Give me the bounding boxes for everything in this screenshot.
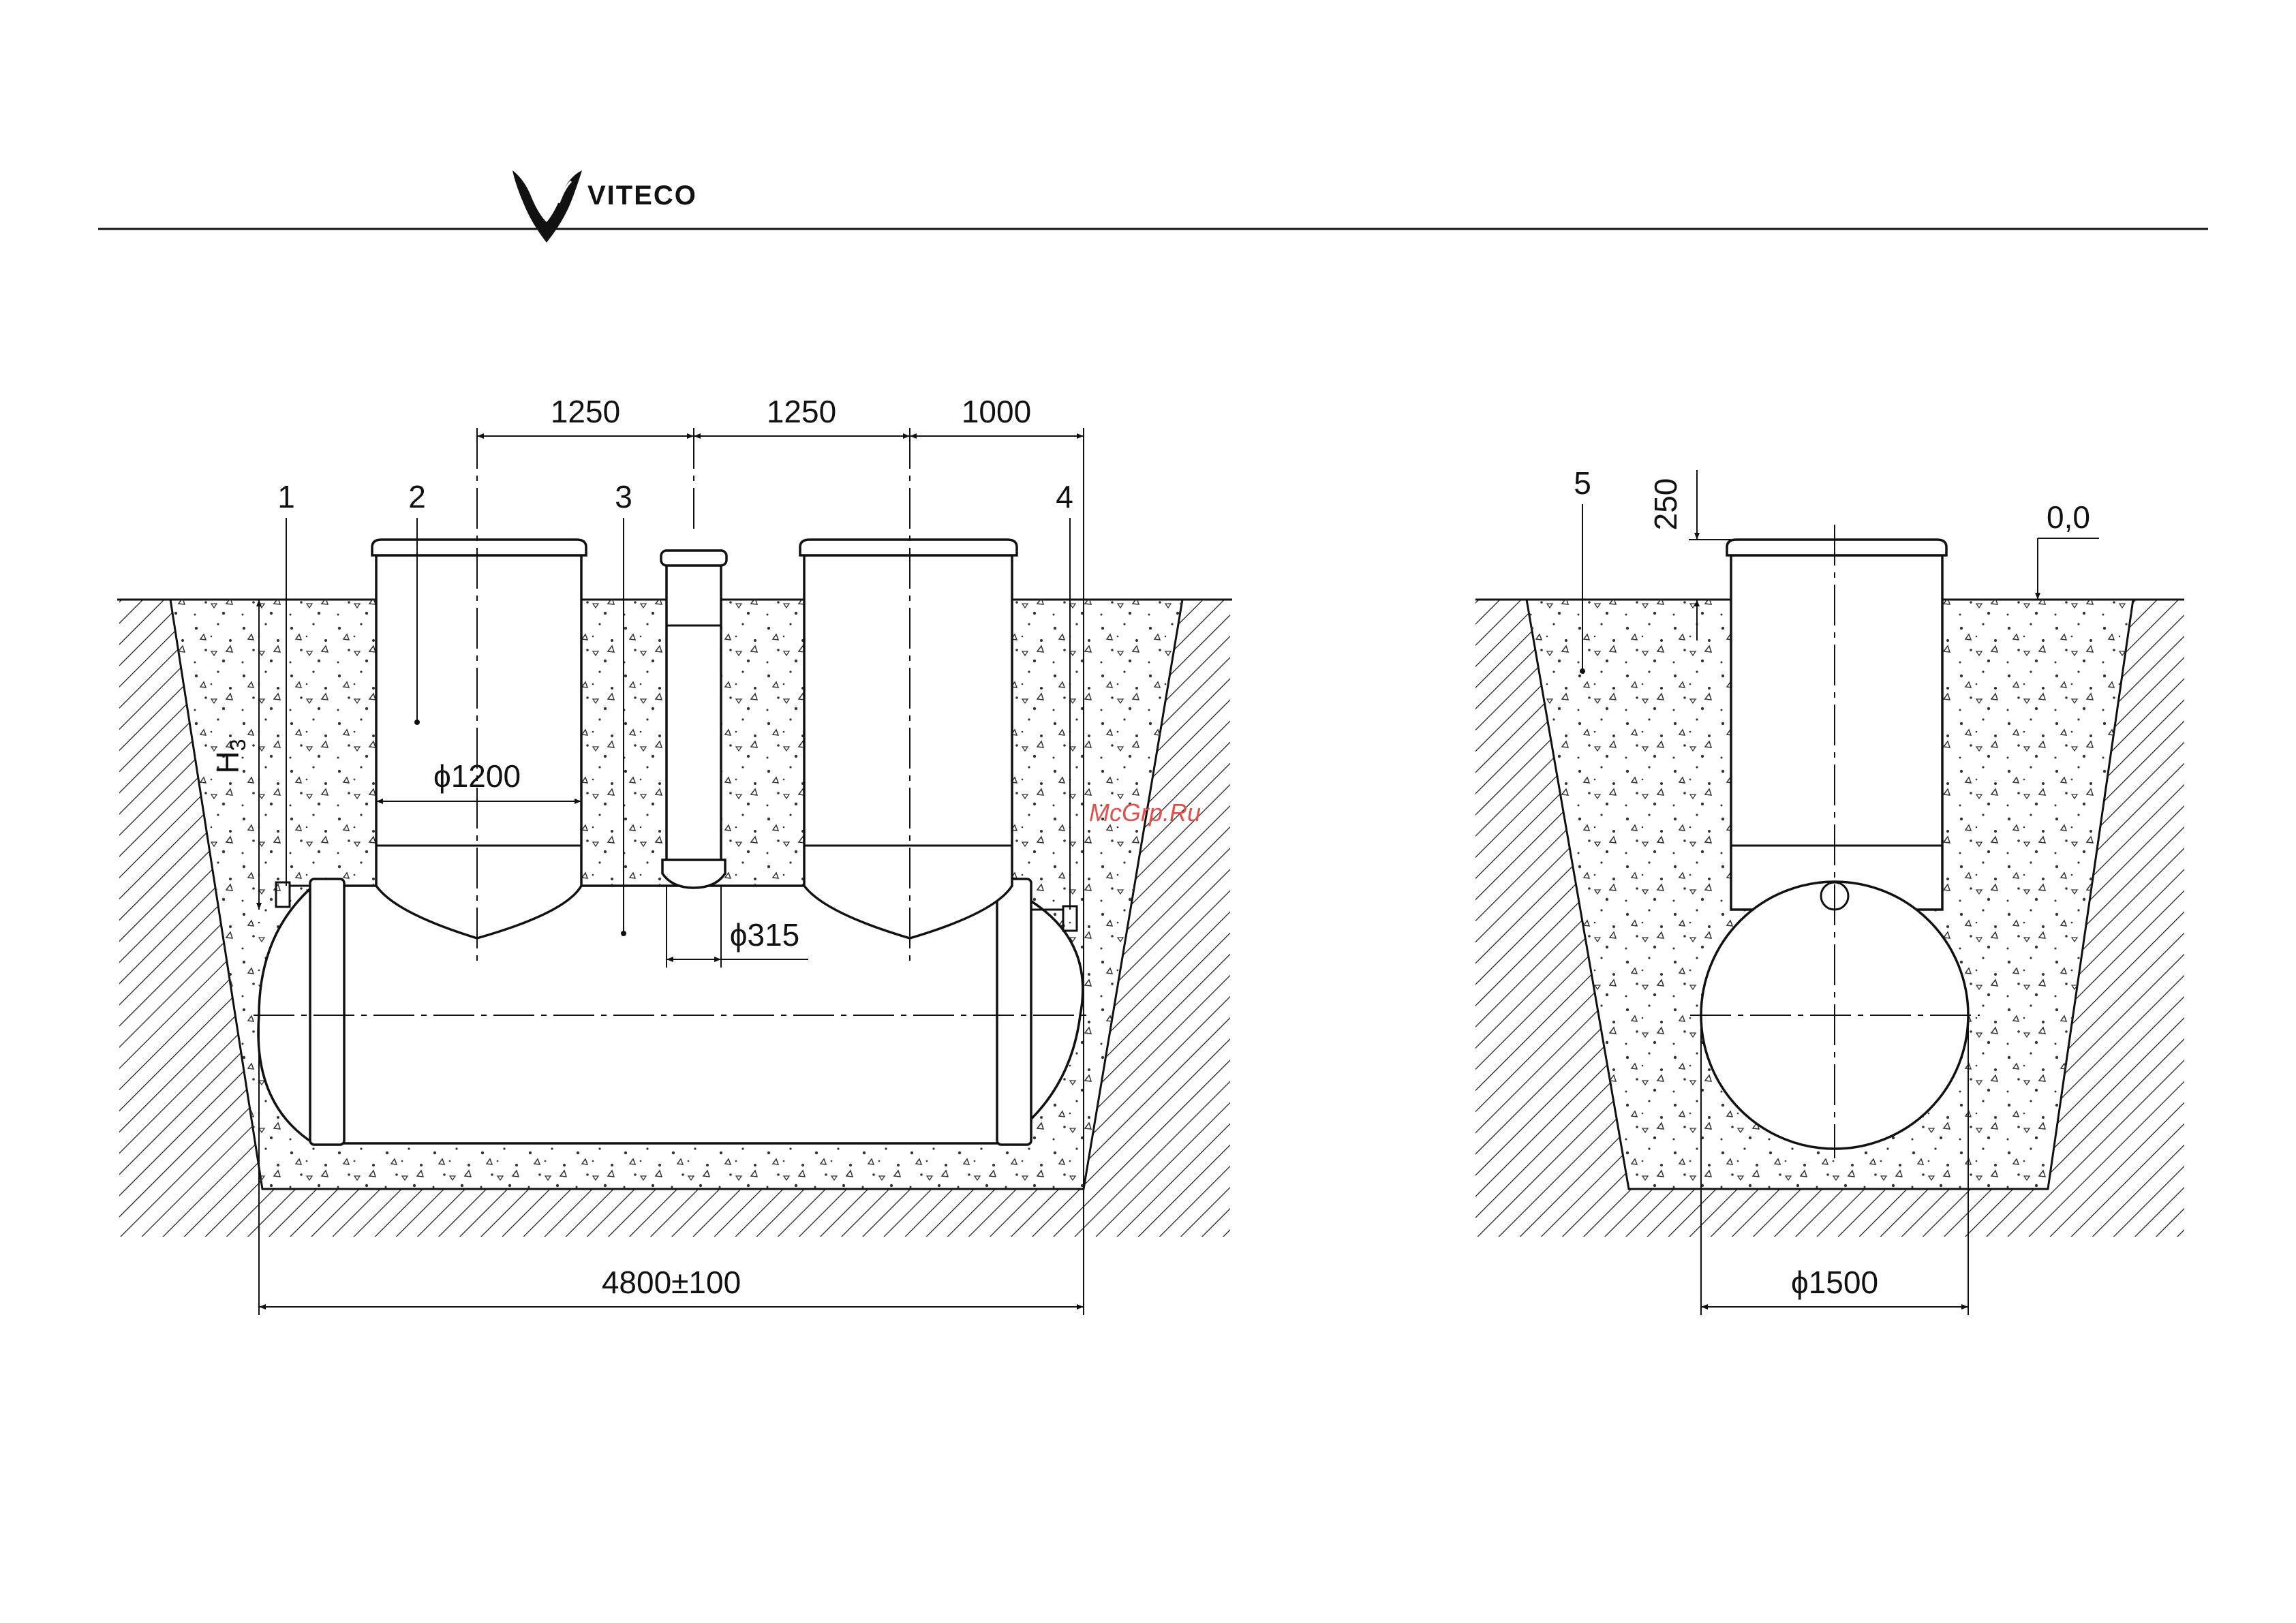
dim-d1200: ϕ1200 [433,758,521,794]
dim-1250-first: 1250 [551,394,620,429]
dim-4800: 4800±100 [602,1265,741,1300]
callout-1-label: 1 [277,479,295,514]
brand-name: VITECO [587,181,697,211]
vent-pipe-cap [661,551,726,566]
tank-left-ring [310,879,344,1145]
brand-logo: VITECO [512,170,697,243]
neck-left-body [376,555,581,938]
viteco-logo-icon [512,170,582,243]
side-view: 250 0,0 ϕ1500 5 [1475,465,2184,1315]
neck-left-lid [372,540,586,555]
callout-3-label: 3 [615,479,632,514]
front-neck-right [800,540,1017,938]
dim-1250-second: 1250 [767,394,836,429]
dim-250: 250 [1648,478,1683,531]
side-neck-body [1731,555,1942,910]
tank-right-ring [997,879,1031,1145]
ground-level-mark: 0,0 [2038,499,2099,600]
vent-pipe-body [667,562,721,874]
vent-pipe-socket [662,860,725,888]
front-vent-pipe [661,551,726,888]
callout-5-label: 5 [1574,465,1591,501]
callout-4-label: 4 [1056,479,1073,514]
level-0-0: 0,0 [2047,499,2090,535]
dim-d1500: ϕ1500 [1791,1265,1878,1300]
watermark: McGrp.Ru [1089,799,1201,826]
dim-1000: 1000 [962,394,1031,429]
dim-d315: ϕ315 [730,917,800,953]
side-neck-lid [1727,540,1946,555]
front-view: 1250 1250 1000 ϕ1200 ϕ315 H3 4800±100 [117,394,1232,1315]
neck-right-lid [800,540,1017,555]
callout-2-label: 2 [408,479,426,514]
side-neck [1727,540,1946,910]
front-neck-left [372,540,586,938]
neck-right-body [804,555,1012,938]
